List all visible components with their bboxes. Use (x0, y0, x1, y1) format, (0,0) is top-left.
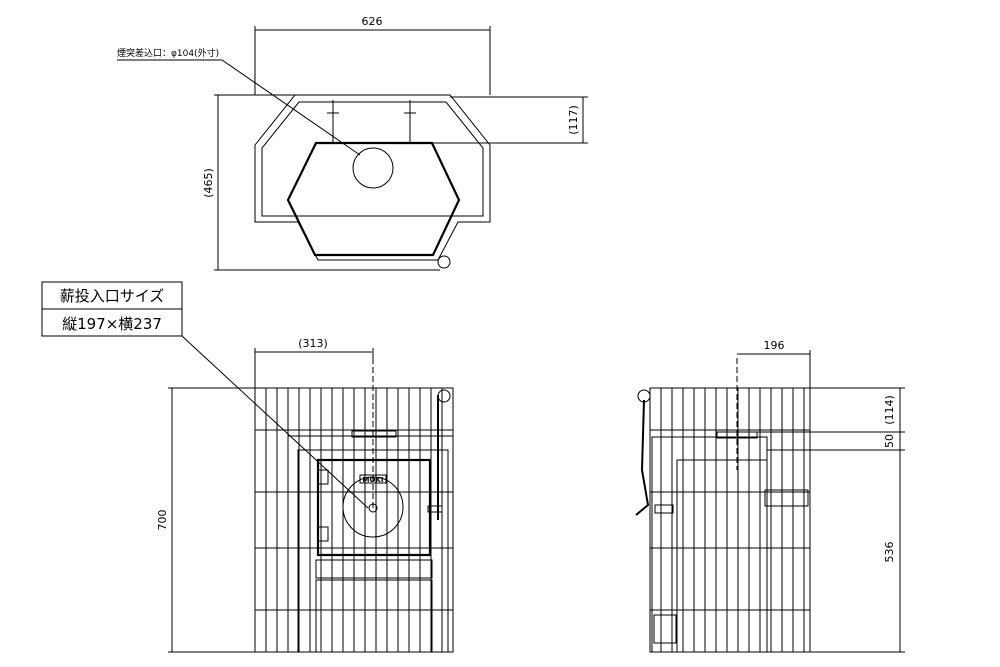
dim-flue-front: (313) (298, 337, 328, 350)
dim-body: 536 (883, 542, 896, 563)
flue-circle (352, 147, 394, 189)
top-inner-outline (261, 101, 484, 217)
top-view: 626 (465) (117) 煙突差込口：φ104(外寸) (117, 15, 588, 271)
dim-depth: (465) (202, 168, 215, 198)
dim-flue-side: 196 (764, 339, 785, 352)
front-view: MOKI (313) 700 (156, 337, 454, 653)
feed-box-title: 薪投入口サイズ (60, 287, 165, 305)
feed-leader (181, 335, 369, 509)
feed-box-size: 縦197×横237 (62, 315, 162, 333)
front-door (316, 458, 432, 557)
dim-flue-offset: (117) (567, 105, 580, 135)
dim-mid: 50 (883, 434, 896, 448)
handle-knob (437, 255, 451, 269)
feed-size-box: 薪投入口サイズ 縦197×横237 (41, 281, 369, 509)
side-damper-knob (637, 389, 651, 403)
firebox-hexagon (286, 141, 461, 257)
damper-knob (437, 389, 451, 403)
side-view: 196 (114) 50 536 (635, 339, 905, 653)
dim-top: (114) (883, 395, 896, 425)
dim-height: 700 (156, 510, 169, 531)
dim-width: 626 (362, 15, 383, 28)
top-outer-outline (254, 94, 491, 261)
flue-leader (117, 59, 361, 156)
flue-label: 煙突差込口：φ104(外寸) (117, 47, 219, 59)
warning-label (653, 614, 677, 644)
